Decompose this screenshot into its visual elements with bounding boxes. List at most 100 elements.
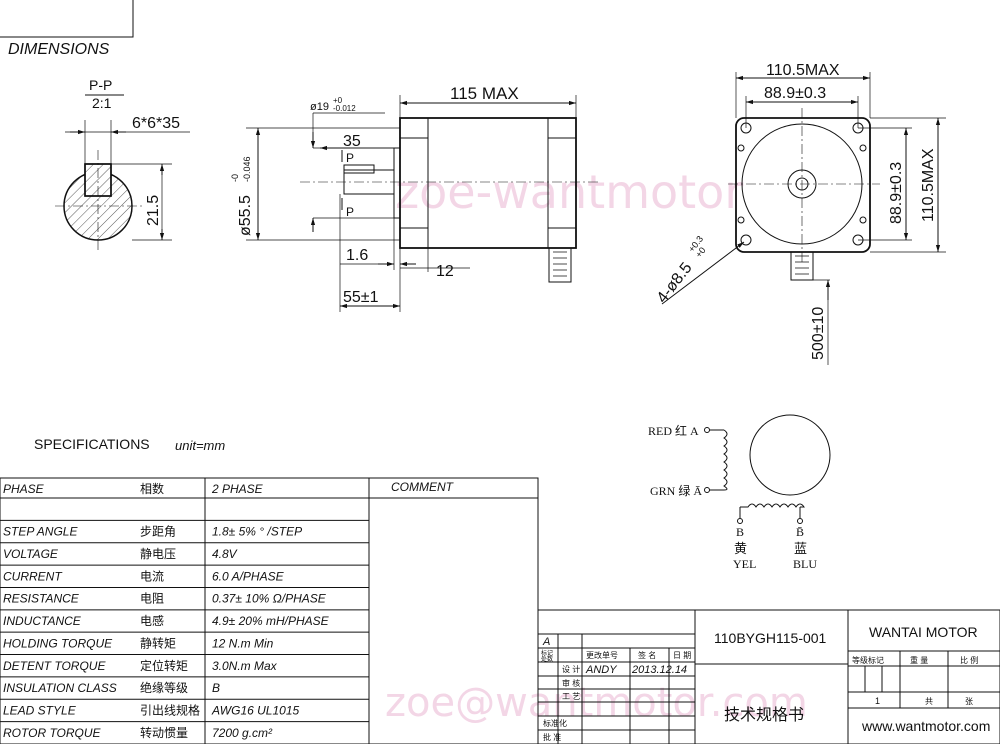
- spec-name: DETENT TORQUE: [3, 659, 106, 673]
- spec-name: PHASE: [3, 482, 45, 496]
- spec-value: 0.37± 10% Ω/PHASE: [212, 592, 327, 606]
- company-name: WANTAI MOTOR: [869, 624, 978, 640]
- sheet-no: 1: [875, 696, 880, 706]
- spec-name: INSULATION CLASS: [3, 681, 117, 695]
- boss-tol-lower: -0.012: [333, 104, 356, 113]
- change-no: 更改单号: [586, 650, 618, 660]
- website: www.wantmotor.com: [861, 718, 990, 734]
- watermark-bottom: zoe@wantmotor.com: [385, 680, 808, 726]
- spec-name-cn: 绝缘等级: [140, 680, 188, 695]
- spec-name: VOLTAGE: [3, 547, 59, 561]
- spec-value: 4.9± 20% mH/PHASE: [212, 614, 330, 628]
- wire-yel: YEL: [733, 557, 756, 571]
- shaft-length: 55±1: [343, 289, 379, 306]
- spec-name: STEP ANGLE: [3, 525, 78, 539]
- boss-length: 1.6: [346, 247, 368, 264]
- spec-name: CURRENT: [3, 569, 63, 583]
- wire-red: RED 红 A: [648, 423, 699, 438]
- spec-name-cn: 定位转矩: [140, 658, 188, 673]
- spec-value: 6.0 A/PHASE: [212, 569, 285, 583]
- design-date: 2013.12.14: [631, 664, 687, 676]
- grade-label: 等级标记: [852, 655, 884, 665]
- total-label: 共: [925, 697, 933, 706]
- designer: ANDY: [585, 664, 617, 676]
- spec-name: LEAD STYLE: [3, 703, 77, 717]
- spec-name-cn: 转动惯量: [140, 725, 188, 740]
- overall-length: 115 MAX: [450, 84, 519, 103]
- model-number: 110BYGH115-001: [714, 630, 827, 646]
- boss-tol-upper: +0: [333, 96, 343, 105]
- wire-yel-cn: 黄: [734, 541, 747, 556]
- wire-blu-cn: 蓝: [794, 541, 807, 556]
- doc-title: 技术规格书: [724, 706, 804, 724]
- wire-grn: GRN 绿 Ā: [650, 483, 702, 498]
- spec-name-cn: 引出线规格: [140, 702, 200, 717]
- section-mark-bottom: P: [346, 205, 354, 219]
- page-title: DIMENSIONS: [8, 41, 110, 58]
- boss-dia: ø19: [310, 101, 329, 113]
- rev-a: A: [542, 636, 550, 648]
- standard-label: 标准化: [543, 718, 567, 728]
- width-max: 110.5MAX: [766, 62, 840, 79]
- design-label: 设 计: [562, 664, 580, 674]
- key-length: 35: [343, 133, 361, 150]
- spec-name-cn: 静电压: [140, 547, 176, 561]
- spec-value: 3.0N.m Max: [212, 659, 278, 673]
- review-label: 审 核: [562, 678, 580, 688]
- spec-value: 12 N.m Min: [212, 636, 274, 650]
- spec-value: 2 PHASE: [211, 482, 264, 496]
- spec-name-cn: 电阻: [140, 592, 164, 606]
- spec-value: AWG16 UL1015: [211, 703, 299, 717]
- wire-b-right: B̄: [796, 525, 804, 539]
- body-dia: ø55.5: [237, 195, 254, 236]
- section-scale: 2:1: [92, 95, 112, 111]
- spec-comment-header: COMMENT: [391, 480, 455, 494]
- spec-title: SPECIFICATIONS: [34, 436, 150, 452]
- spec-unit: unit=mm: [175, 438, 225, 453]
- spec-name: ROTOR TORQUE: [3, 726, 102, 740]
- bolt-spacing-h: 88.9±0.3: [764, 85, 826, 102]
- section-label: P-P: [89, 77, 112, 93]
- section-mark-top: P: [346, 151, 354, 165]
- spec-name-cn: 步距角: [140, 525, 176, 539]
- section-view: P-P 2:1 6*6*35 21.5: [55, 77, 190, 250]
- spec-name-cn: 静转矩: [140, 635, 176, 650]
- spec-name: HOLDING TORQUE: [3, 636, 113, 650]
- spec-value: 7200 g.cm²: [212, 726, 273, 740]
- spec-value: 1.8± 5% ° /STEP: [212, 525, 302, 539]
- sheet-label: 张: [965, 697, 973, 706]
- date-header: 日 期: [673, 651, 691, 660]
- ratio-label: 比 例: [960, 655, 978, 665]
- spec-value: B: [212, 681, 220, 695]
- holes-tol-lower: +0: [693, 245, 707, 259]
- height-dim: 21.5: [145, 195, 162, 226]
- title-block: A 标记 处数 更改单号 签 名 日 期 设 计 ANDY 2013.12.14…: [537, 609, 1000, 744]
- spec-name-cn: 电流: [140, 569, 164, 583]
- rev-mark: 标记: [541, 649, 553, 657]
- flange-thickness: 12: [436, 263, 454, 280]
- spec-name: INDUCTANCE: [3, 614, 82, 628]
- wiring-diagram: RED 红 A GRN 绿 Ā B B̄ 黄 蓝 YEL BLU: [648, 414, 831, 571]
- side-view: 115 MAX ø19 +0 -0.012 ø55.5 -0 -0.046 35…: [230, 84, 600, 312]
- process-label: 工 艺: [562, 692, 580, 701]
- bolt-spacing-v: 88.9±0.3: [888, 162, 905, 224]
- watermark-top: zoe-wantmotor: [395, 165, 743, 219]
- body-tol-lower: -0.046: [242, 156, 252, 182]
- weight-label: 重 量: [910, 655, 928, 665]
- rev-count: 处数: [541, 655, 553, 663]
- approve-label: 批 准: [543, 732, 561, 742]
- spec-name-cn: 相数: [140, 481, 164, 496]
- sign-header: 签 名: [638, 650, 656, 660]
- height-max: 110.5MAX: [920, 148, 937, 222]
- wire-b-left: B: [736, 525, 744, 539]
- spec-value: 4.8V: [212, 547, 238, 561]
- spec-table: COMMENT PHASE 相数 2 PHASE STEP ANGLE 步距角 1.8± …: [0, 477, 539, 744]
- spec-name: RESISTANCE: [3, 592, 80, 606]
- spec-name-cn: 电感: [140, 613, 164, 628]
- body-tol-upper: -0: [230, 174, 240, 182]
- lead-length: 500±10: [810, 307, 827, 360]
- wire-blu: BLU: [793, 557, 817, 571]
- key-dim: 6*6*35: [132, 115, 180, 132]
- title-frame: [0, 0, 134, 38]
